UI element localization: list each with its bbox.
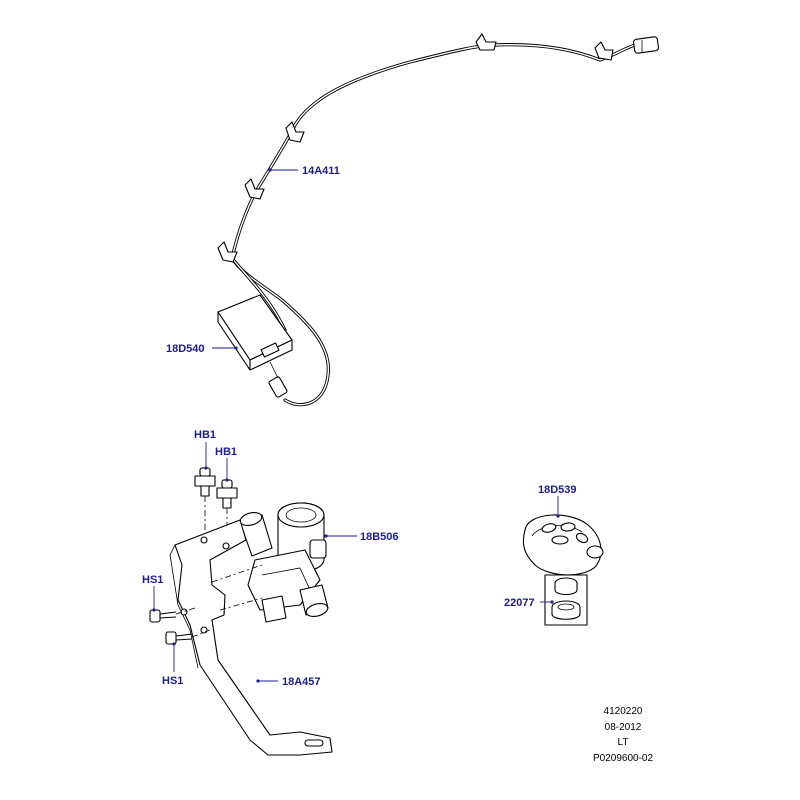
callout-18a457: 18A457: [282, 676, 321, 688]
callout-18b506: 18B506: [360, 531, 399, 543]
callout-hs1-b: HS1: [162, 675, 183, 687]
callout-22077: 22077: [504, 597, 535, 609]
callout-hs1-a: HS1: [142, 574, 163, 586]
hex-screw-b: [165, 629, 211, 645]
callout-hb1-b: HB1: [215, 446, 237, 458]
footer-ref: P0209600-02: [592, 753, 654, 764]
hex-bolt-b: [216, 479, 238, 544]
callout-14a411: 14A411: [302, 165, 340, 177]
callout-18d540: 18D540: [166, 343, 205, 355]
callout-18d539: 18D539: [538, 484, 577, 496]
key-fob: [522, 514, 604, 576]
hex-screw-a: [149, 607, 196, 623]
receiver-plug: [268, 361, 288, 398]
valve-assembly: [239, 502, 329, 623]
leader-lines: [152, 168, 560, 683]
callout-hb1-a: HB1: [194, 429, 216, 441]
battery-box: [544, 574, 588, 626]
footer-variant: LT: [617, 737, 629, 748]
wiring-harness: [217, 33, 660, 407]
footer-code: 4120220: [603, 706, 643, 717]
harness-connector: [632, 36, 660, 54]
harness-clip: [217, 33, 614, 263]
receiver-module: [217, 294, 293, 371]
hex-bolt-a: [194, 467, 216, 538]
footer-date: 08-2012: [604, 722, 642, 733]
